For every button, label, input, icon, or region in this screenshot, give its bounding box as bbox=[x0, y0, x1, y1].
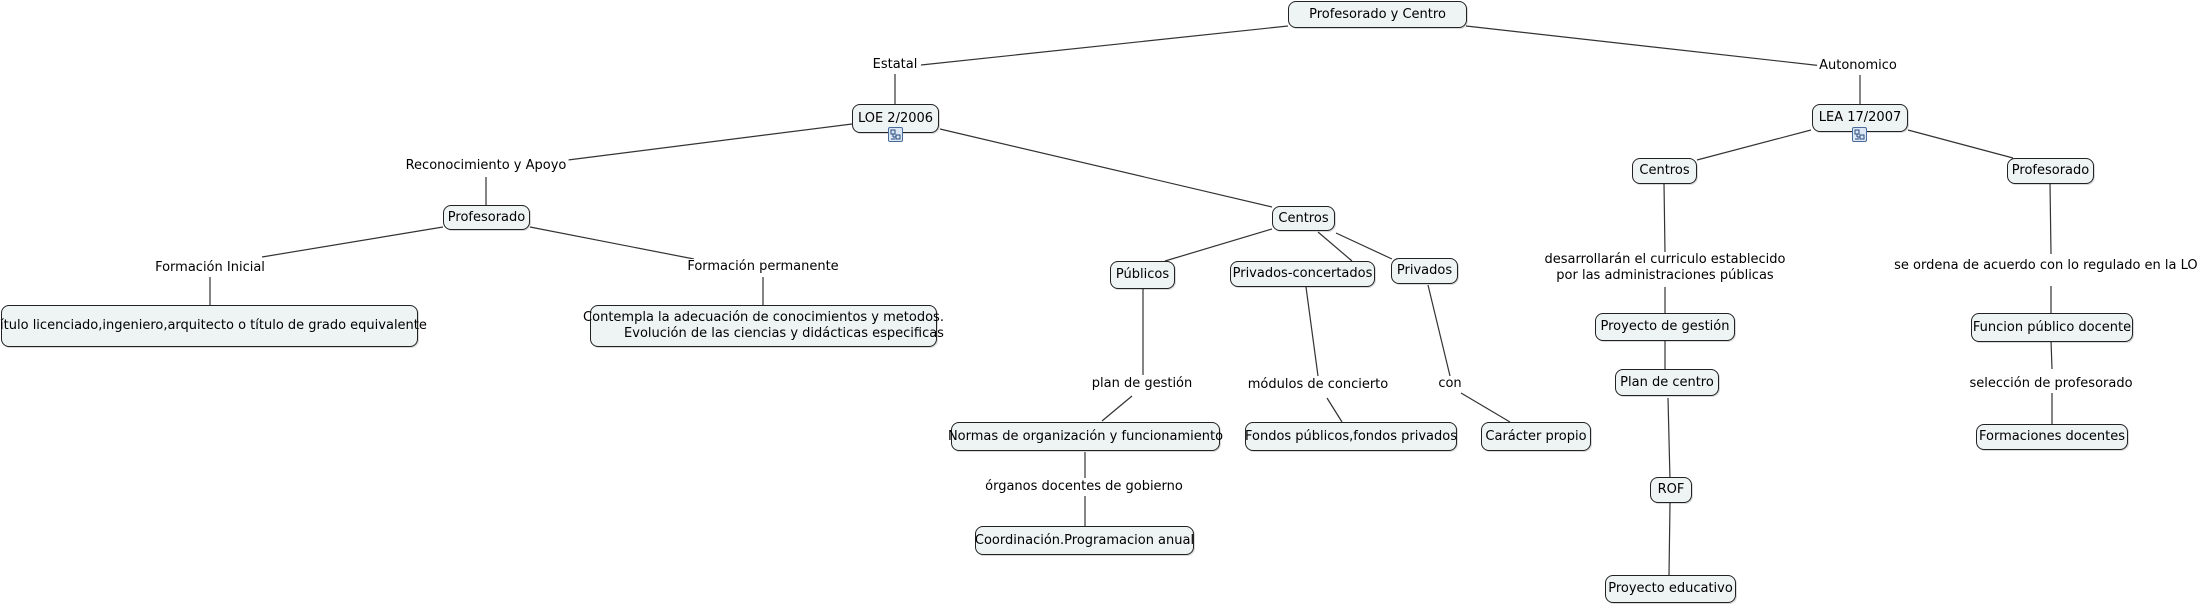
concept-caracter[interactable]: Carácter propio bbox=[1481, 422, 1591, 451]
connector bbox=[261, 226, 444, 258]
attached-resource-icon[interactable] bbox=[1852, 127, 1867, 142]
connector bbox=[1326, 397, 1343, 423]
connector bbox=[1101, 395, 1133, 422]
connector bbox=[1335, 232, 1393, 260]
concept-centros-estatal[interactable]: Centros bbox=[1272, 206, 1335, 231]
concept-label: Públicos bbox=[1115, 267, 1170, 282]
connector bbox=[1696, 129, 1812, 161]
concept-label: Fondos públicos,fondos privados bbox=[1244, 428, 1458, 444]
concept-label: LEA 17/2007 bbox=[1818, 110, 1902, 125]
connector bbox=[1668, 502, 1671, 577]
concept-publicos[interactable]: Públicos bbox=[1110, 261, 1175, 289]
concept-centros-autonomico[interactable]: Centros bbox=[1632, 158, 1697, 184]
connector bbox=[1164, 228, 1273, 262]
link-label-organos: órganos docentes de gobierno bbox=[983, 479, 1185, 495]
concept-label: ROF bbox=[1657, 482, 1685, 497]
concept-label: Título licenciado,ingeniero,arquitecto o… bbox=[0, 318, 427, 333]
link-label-autonomico: Autonomico bbox=[1817, 58, 1899, 74]
concept-rof[interactable]: ROF bbox=[1650, 477, 1692, 503]
connector bbox=[2049, 182, 2052, 255]
connector bbox=[939, 128, 1273, 208]
concept-label: Privados-concertados bbox=[1232, 266, 1373, 281]
link-label-reconocimiento: Reconocimiento y Apoyo bbox=[403, 158, 569, 174]
concept-label: Proyecto de gestión bbox=[1600, 319, 1730, 334]
connector bbox=[1907, 129, 2014, 159]
concept-label: Centros bbox=[1639, 163, 1690, 178]
concept-label: Proyecto educativo bbox=[1608, 581, 1733, 596]
concept-normas[interactable]: Normas de organización y funcionamiento bbox=[947, 422, 1224, 451]
connector bbox=[920, 25, 1289, 66]
concept-label: Profesorado bbox=[447, 209, 526, 225]
link-label-estatal: Estatal bbox=[870, 57, 920, 73]
concept-proyecto-educativo[interactable]: Proyecto educativo bbox=[1605, 575, 1736, 603]
connector bbox=[2050, 339, 2053, 370]
concept-profesorado-autonomico[interactable]: Profesorado bbox=[2007, 158, 2094, 184]
link-label-plan-gestion: plan de gestión bbox=[1089, 376, 1195, 392]
connector bbox=[1465, 25, 1824, 67]
attached-resource-icon[interactable] bbox=[888, 127, 903, 142]
link-label-se-ordena: se ordena de acuerdo con lo regulado en … bbox=[1892, 258, 2198, 274]
concept-funcion[interactable]: Funcion público docente bbox=[1971, 313, 2133, 342]
connector bbox=[1460, 392, 1511, 423]
concept-label: Funcion público docente bbox=[1972, 319, 2132, 335]
connector bbox=[559, 123, 853, 162]
concept-privados[interactable]: Privados bbox=[1391, 258, 1458, 284]
concept-lea[interactable]: LEA 17/2007 bbox=[1812, 104, 1908, 132]
link-label-con: con bbox=[1436, 376, 1464, 392]
concept-contempla[interactable]: Contempla la adecuación de conocimientos… bbox=[583, 305, 944, 347]
concept-proyecto-gestion[interactable]: Proyecto de gestión bbox=[1595, 313, 1735, 341]
concept-fondos[interactable]: Fondos públicos,fondos privados bbox=[1245, 422, 1457, 451]
concept-label: Normas de organización y funcionamiento bbox=[947, 428, 1224, 444]
link-label-seleccion: selección de profesorado bbox=[1967, 376, 2135, 392]
link-label-formacion-permanente: Formación permanente bbox=[685, 259, 841, 275]
concept-label: Profesorado y Centro bbox=[1309, 6, 1446, 22]
concept-formaciones[interactable]: Formaciones docentes bbox=[1976, 424, 2128, 450]
connector bbox=[1427, 284, 1451, 377]
concept-label: Plan de centro bbox=[1620, 374, 1714, 390]
concept-coordinacion[interactable]: Coordinación.Programacion anual bbox=[975, 526, 1194, 555]
link-label-desarrollaran: desarrollarán el curriculo establecido p… bbox=[1542, 252, 1788, 284]
concept-plan-centro[interactable]: Plan de centro bbox=[1615, 369, 1719, 396]
connector bbox=[1667, 397, 1671, 481]
connector bbox=[529, 226, 695, 260]
concept-label: Coordinación.Programacion anual bbox=[974, 532, 1195, 548]
concept-profesorado-estatal[interactable]: Profesorado bbox=[443, 205, 530, 230]
connector bbox=[1663, 182, 1666, 254]
concept-label: Contempla la adecuación de conocimientos… bbox=[583, 310, 944, 341]
concept-label: LOE 2/2006 bbox=[857, 110, 934, 126]
concept-titulo[interactable]: Título licenciado,ingeniero,arquitecto o… bbox=[0, 305, 427, 347]
concept-label: Profesorado bbox=[2011, 163, 2090, 178]
concept-label: Privados bbox=[1396, 263, 1453, 278]
link-label-formacion-inicial: Formación Inicial bbox=[153, 260, 267, 276]
concept-privados-concertados[interactable]: Privados-concertados bbox=[1230, 261, 1375, 287]
concept-label: Carácter propio bbox=[1485, 428, 1587, 444]
concept-root[interactable]: Profesorado y Centro bbox=[1288, 1, 1467, 28]
connector bbox=[1317, 231, 1353, 262]
connector bbox=[1305, 286, 1319, 377]
link-label-modulos: módulos de concierto bbox=[1245, 377, 1391, 393]
concept-label: Centros bbox=[1278, 210, 1329, 226]
concept-label: Formaciones docentes bbox=[1978, 429, 2126, 444]
